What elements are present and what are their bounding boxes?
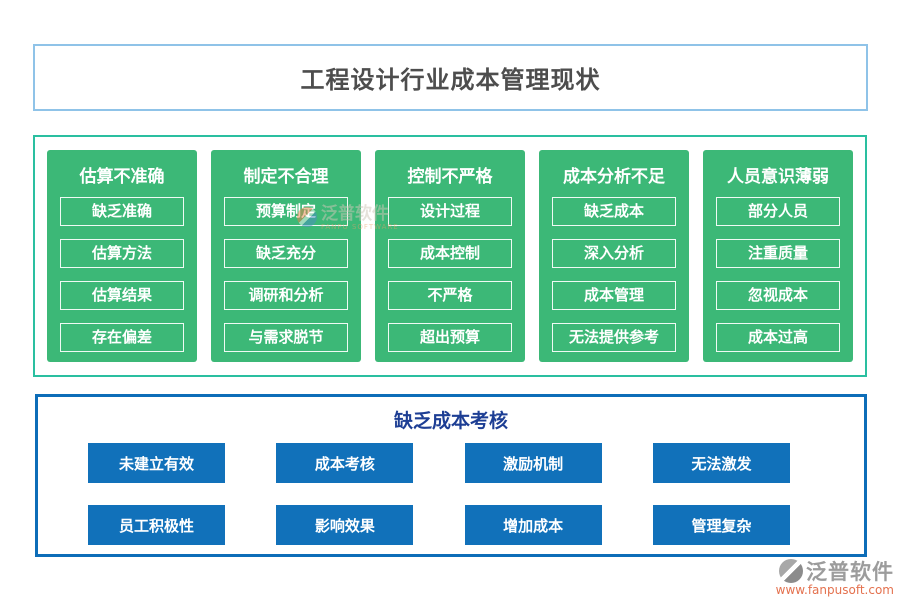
brand-logo: 泛普软件 www.fanpusoft.com: [776, 556, 894, 597]
assessment-item: 成本考核: [276, 443, 414, 483]
problems-section: 估算不准确 缺乏准确 估算方法 估算结果 存在偏差 制定不合理 预算制定 缺乏充…: [33, 135, 867, 377]
assessment-item: 未建立有效: [88, 443, 225, 483]
panel-item: 成本控制: [388, 239, 512, 268]
panel-item: 忽视成本: [716, 281, 840, 310]
problem-panel-control: 控制不严格 设计过程 成本控制 不严格 超出预算: [375, 150, 525, 362]
panel-header: 控制不严格: [407, 167, 493, 187]
panel-item: 与需求脱节: [224, 323, 348, 352]
assessment-item: 激励机制: [464, 443, 602, 483]
assessment-row-2: 员工积极性 影响效果 增加成本 管理复杂: [38, 505, 864, 545]
panel-item: 不严格: [388, 281, 512, 310]
assessment-title: 缺乏成本考核: [393, 410, 508, 432]
panel-item: 部分人员: [716, 197, 840, 226]
brand-name: 泛普软件: [806, 560, 894, 584]
fanpu-logo-icon: [779, 559, 803, 583]
panel-item: 预算制定: [224, 197, 348, 226]
assessment-item: 员工积极性: [88, 505, 225, 545]
panel-item: 估算结果: [60, 281, 184, 310]
assessment-item: 影响效果: [276, 505, 414, 545]
problem-panel-awareness: 人员意识薄弱 部分人员 注重质量 忽视成本 成本过高: [703, 150, 853, 362]
panel-item: 超出预算: [388, 323, 512, 352]
panel-item: 缺乏充分: [224, 239, 348, 268]
panel-item: 缺乏成本: [552, 197, 676, 226]
page-title: 工程设计行业成本管理现状: [300, 66, 601, 94]
panel-item: 缺乏准确: [60, 197, 184, 226]
main-title-box: 工程设计行业成本管理现状: [33, 44, 868, 111]
panel-item: 深入分析: [552, 239, 676, 268]
panel-item: 注重质量: [716, 239, 840, 268]
panel-header: 制定不合理: [243, 167, 329, 187]
brand-url: www.fanpusoft.com: [775, 583, 894, 597]
panel-item: 成本过高: [716, 323, 840, 352]
panel-header: 估算不准确: [79, 167, 165, 187]
assessment-item: 增加成本: [464, 505, 602, 545]
assessment-section: 缺乏成本考核 未建立有效 成本考核 激励机制 无法激发 员工积极性 影响效果 增…: [35, 394, 867, 557]
panel-item: 设计过程: [388, 197, 512, 226]
problem-panel-analysis: 成本分析不足 缺乏成本 深入分析 成本管理 无法提供参考: [539, 150, 689, 362]
problem-panel-estimation: 估算不准确 缺乏准确 估算方法 估算结果 存在偏差: [47, 150, 197, 362]
panel-item: 存在偏差: [60, 323, 184, 352]
assessment-item: 管理复杂: [652, 505, 790, 545]
panel-item: 估算方法: [60, 239, 184, 268]
panel-item: 无法提供参考: [552, 323, 676, 352]
panel-header: 成本分析不足: [563, 167, 665, 187]
assessment-item: 无法激发: [652, 443, 790, 483]
problem-panel-budgeting: 制定不合理 预算制定 缺乏充分 调研和分析 与需求脱节: [211, 150, 361, 362]
panel-item: 调研和分析: [224, 281, 348, 310]
panel-item: 成本管理: [552, 281, 676, 310]
panel-header: 人员意识薄弱: [727, 167, 829, 187]
assessment-row-1: 未建立有效 成本考核 激励机制 无法激发: [38, 443, 864, 483]
